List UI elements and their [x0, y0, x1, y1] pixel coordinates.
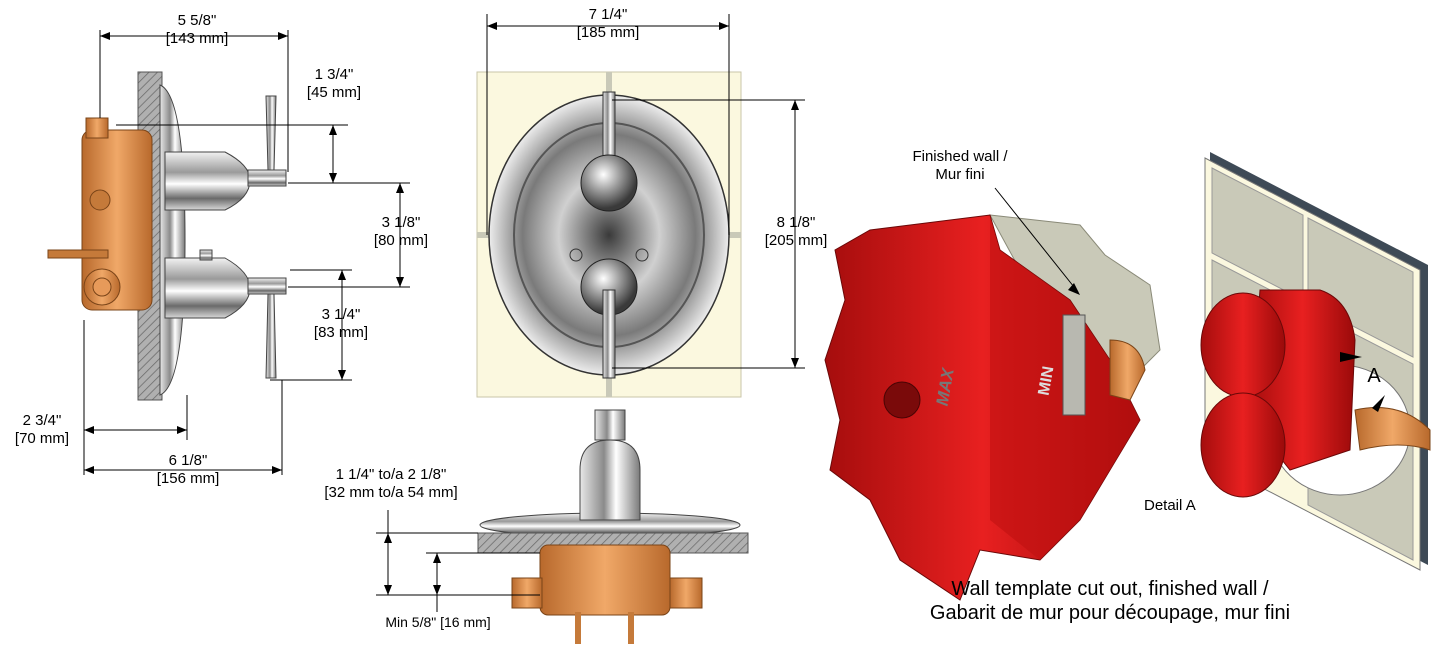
dim-plate-height: 8 1/8" [205 mm] — [748, 214, 844, 250]
lower-port-inner — [92, 277, 112, 297]
diverter-pin — [199, 249, 213, 261]
side-pipe — [47, 249, 109, 259]
lower-lever-stem — [247, 277, 287, 295]
finished-wall-label: Finished wall / Mur fini — [900, 148, 1020, 184]
valve-section — [539, 544, 671, 616]
top-inlet — [85, 117, 109, 139]
dim-width-top: 5 5/8" [143 mm] — [145, 12, 249, 48]
upper-lever-stem — [247, 169, 287, 187]
lower-lever-front — [602, 289, 616, 379]
dim-depth-small-imperial: 2 3/4" — [22, 412, 62, 429]
min-slot — [1062, 314, 1086, 416]
indicator-left — [569, 248, 583, 262]
template-caption-line1: Wall template cut out, finished wall / — [951, 578, 1269, 600]
indicator-right — [635, 248, 649, 262]
dim-min-depth: Min 5/8" [16 mm] — [385, 614, 491, 630]
upper-handle-body — [164, 151, 251, 211]
dim-depth-total-imperial: 6 1/8" — [168, 452, 208, 469]
detail-upper-cap — [1200, 292, 1286, 398]
dim-wall-range-metric: [32 mm to/a 54 mm] — [324, 484, 458, 501]
dim-lower-offset-imperial: 3 1/4" — [321, 306, 361, 323]
dim-depth-total-metric: [156 mm] — [156, 470, 220, 487]
dim-handle-spacing: 3 1/8" [80 mm] — [356, 214, 446, 250]
right-inlet — [669, 577, 703, 609]
side-view-dimensions — [83, 30, 410, 475]
dim-lever-offset: 1 3/4" [45 mm] — [292, 66, 376, 102]
lower-lever — [265, 293, 277, 379]
template-caption-line2: Gabarit de mur pour découpage, mur fini — [929, 602, 1291, 624]
outlet-pipe-right — [628, 612, 634, 644]
dim-plate-height-metric: [205 mm] — [764, 232, 828, 249]
front-view — [476, 14, 805, 398]
left-inlet — [511, 577, 543, 609]
lower-handle-body — [164, 257, 251, 319]
dim-depth-small-metric: [70 mm] — [14, 430, 70, 447]
dim-handle-spacing-imperial: 3 1/8" — [381, 214, 421, 231]
dim-plate-width-metric: [185 mm] — [576, 24, 640, 41]
detail-caption: Detail A — [1144, 497, 1196, 514]
dim-lever-offset-imperial: 1 3/4" — [314, 66, 354, 83]
finished-wall-line2: Mur fini — [935, 166, 985, 183]
dim-depth-total: 6 1/8" [156 mm] — [138, 452, 238, 488]
side-view — [47, 30, 410, 475]
dim-width-top-imperial: 5 5/8" — [177, 12, 217, 29]
upper-lever — [265, 95, 277, 171]
trim-plate-side — [159, 84, 186, 396]
dim-plate-width-imperial: 7 1/4" — [588, 6, 628, 23]
outlet-pipe-left — [575, 612, 581, 644]
detail-marker: A — [1367, 365, 1381, 387]
dim-depth-small: 2 3/4" [70 mm] — [2, 412, 82, 448]
lever-section — [594, 409, 626, 441]
dim-lower-offset: 3 1/4" [83 mm] — [296, 306, 386, 342]
template-view — [824, 187, 1161, 601]
dim-plate-width: 7 1/4" [185 mm] — [560, 6, 656, 42]
section-view — [376, 409, 749, 644]
dim-handle-spacing-metric: [80 mm] — [373, 232, 429, 249]
section-view-dimensions — [376, 510, 540, 612]
detail-lower-cap — [1200, 392, 1286, 498]
detail-pipe — [1354, 407, 1431, 451]
dim-plate-height-imperial: 8 1/8" — [776, 214, 816, 231]
valve-body — [81, 129, 153, 311]
dim-wall-range-imperial: 1 1/4" to/a 2 1/8" — [335, 466, 447, 483]
valve-peek — [1109, 339, 1146, 401]
dim-wall-range: 1 1/4" to/a 2 1/8" [32 mm to/a 54 mm] — [300, 466, 482, 502]
template-caption: Wall template cut out, finished wall / G… — [880, 577, 1340, 625]
dim-width-top-metric: [143 mm] — [165, 30, 229, 47]
detail-a-view — [1200, 152, 1431, 571]
front-view-dimensions — [486, 14, 805, 369]
upper-knob — [580, 154, 638, 212]
finished-wall-line1: Finished wall / — [912, 148, 1008, 165]
dim-lever-offset-metric: [45 mm] — [306, 84, 362, 101]
handle-section — [579, 439, 641, 521]
mid-port — [89, 189, 111, 211]
dim-lower-offset-metric: [83 mm] — [313, 324, 369, 341]
template-hole — [883, 381, 921, 419]
